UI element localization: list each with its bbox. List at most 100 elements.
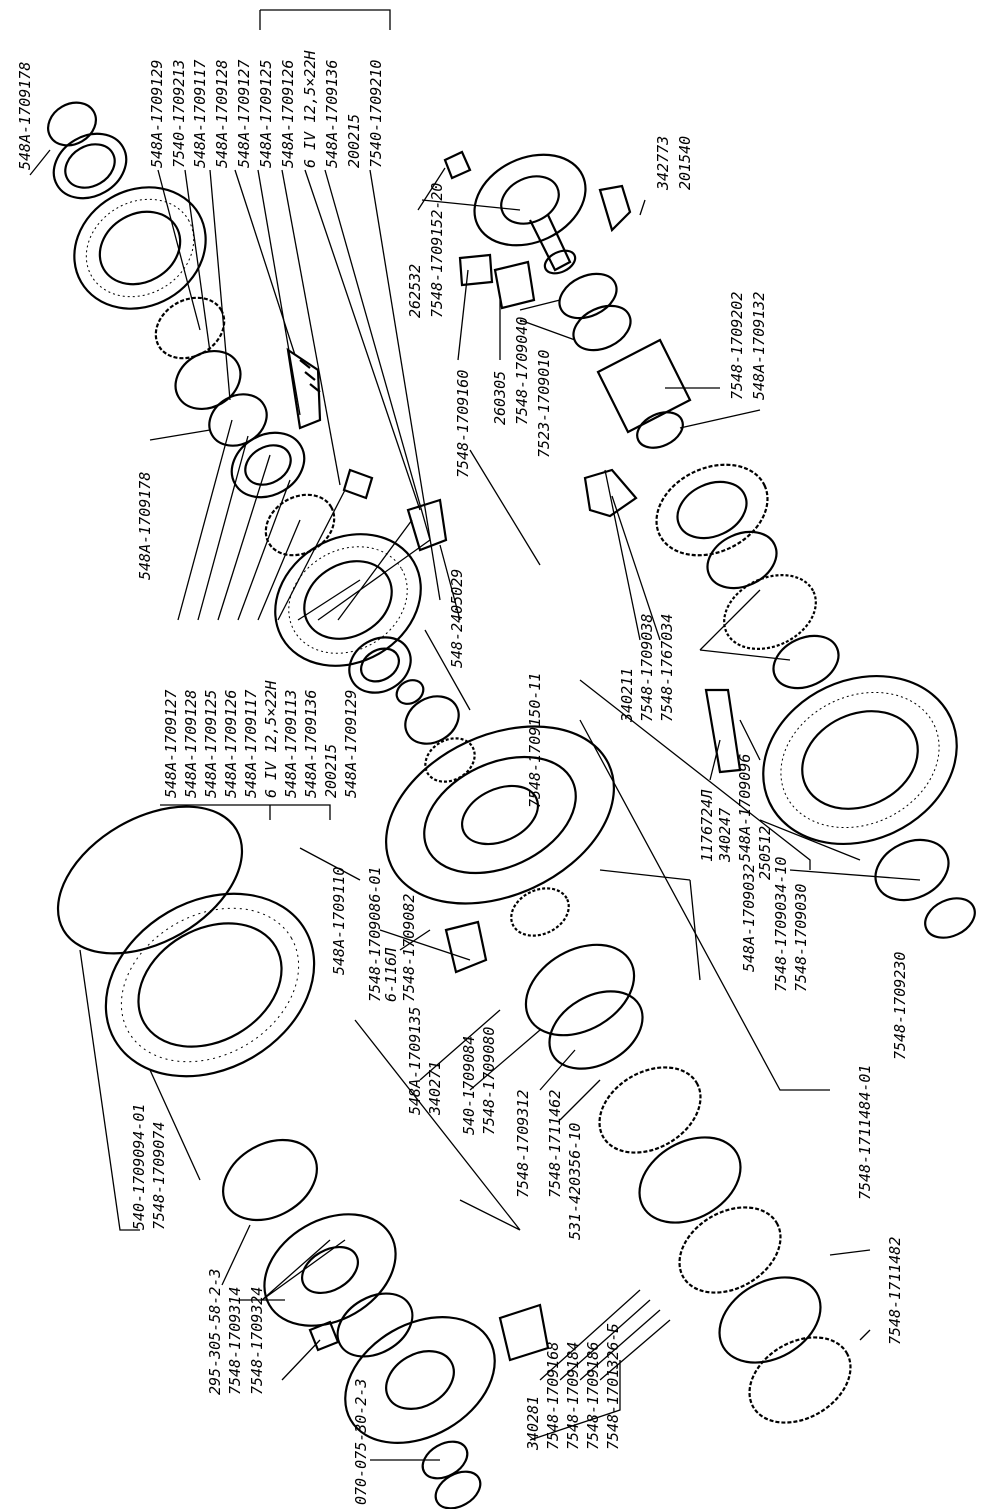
label-7548-1709150-11: 7548-1709150-11: [526, 673, 544, 808]
turbine-wheel-top: [73, 186, 207, 310]
o-ring-small-b: [434, 1470, 482, 1509]
bearing-cup-top: [230, 431, 306, 499]
label-340247: 340247: [716, 808, 734, 863]
label-295-305-58-2-3: 295-305-58-2-3: [206, 1269, 224, 1395]
label-540-1709094-01: 540-1709094-01: [130, 1104, 148, 1230]
label-7548-1709314: 7548-1709314: [226, 1287, 244, 1395]
label-548a-1709136-top: 548A-1709136: [323, 60, 341, 168]
seal-ring-a: [558, 272, 618, 320]
label-7548-1711482: 7548-1711482: [886, 1237, 904, 1345]
label-340271: 340271: [426, 1061, 444, 1116]
label-7540-1709210: 7540-1709210: [367, 60, 385, 168]
label-200215-bottom: 200215: [322, 744, 340, 798]
key-block: [458, 253, 494, 287]
clutch-housing: [524, 943, 636, 1037]
label-7548-1709168: 7548-1709168: [544, 1342, 562, 1450]
spring-coils: [299, 359, 321, 393]
label-548a-1709178-mid: 548A-1709178: [136, 472, 154, 580]
label-7548-1709082: 7548-1709082: [400, 894, 418, 1002]
label-548a-1709136-bottom: 548A-1709136: [302, 690, 320, 798]
label-548a-1709128-top: 548A-1709128: [213, 60, 231, 168]
label-200215-top: 200215: [345, 114, 363, 168]
label-548a-1709113: 548A-1709113: [282, 690, 300, 798]
label-548a-1709117-top: 548A-1709117: [191, 60, 209, 168]
label-262532: 262532: [406, 264, 424, 318]
label-7523-1709010: 7523-1709010: [535, 350, 553, 458]
label-7548-1709184: 7548-1709184: [564, 1342, 582, 1450]
label-7548-1709030: 7548-1709030: [792, 884, 810, 992]
label-548a-1709125-bottom: 548A-1709125: [202, 690, 220, 798]
friction-disk-3: [748, 1336, 852, 1424]
label-548a-1709127-top: 548A-1709127: [235, 60, 253, 168]
label-7548-1709324: 7548-1709324: [248, 1287, 266, 1395]
bearing-ring-mid: [348, 636, 412, 694]
label-250512: 250512: [756, 826, 774, 880]
cover-ring-top: [52, 132, 128, 200]
label-548a-1709127-bottom: 548A-1709127: [162, 690, 180, 798]
label-548-2405029: 548-2405029: [448, 569, 466, 668]
label-7548-1709152-20: 7548-1709152-20: [428, 183, 446, 318]
label-540-1709084: 540-1709084: [460, 1036, 478, 1135]
inner-race-right: [772, 634, 840, 690]
label-340281: 340281: [524, 1396, 542, 1451]
label-548a-1709117-bottom: 548A-1709117: [242, 690, 260, 798]
cover-plate-bottom: [263, 1213, 397, 1327]
rear-housing-bottom: [344, 1316, 496, 1444]
cover-ring-top-inner: [64, 143, 116, 189]
snap-ring-mid: [395, 679, 425, 705]
label-7548-1709086-01: 7548-1709086-01: [366, 867, 384, 1002]
friction-disk-1: [598, 1066, 702, 1154]
seal-ring-b: [572, 304, 632, 352]
steel-disk-1: [638, 1136, 742, 1224]
lock-plate-right: [583, 468, 638, 518]
label-bolt-bottom: 6 IV 12,5×22Н: [262, 680, 280, 798]
label-548a-1709032: 548A-1709032: [740, 864, 758, 972]
label-6-116l: 6-116Л: [382, 947, 400, 1002]
friction-disk-2: [678, 1206, 782, 1294]
small-plate-top: [443, 150, 472, 180]
bushing-cylinder: [596, 338, 692, 434]
lock-plate-bottom: [498, 1303, 550, 1362]
clip-mid: [342, 468, 374, 500]
bushing-end: [636, 411, 684, 449]
gear-ring-mid: [264, 493, 336, 557]
label-1176724l: 1176724Л: [698, 789, 716, 862]
label-7548-1711462: 7548-1711462: [546, 1090, 564, 1198]
label-7548-1701326-b: 7548-1701326-Б: [604, 1324, 622, 1450]
bearing-race-right: [706, 530, 778, 590]
bolt-right: [704, 688, 742, 774]
label-7548-1709186: 7548-1709186: [584, 1342, 602, 1450]
bolt-top-right: [598, 184, 632, 233]
label-7548-1709230: 7548-1709230: [891, 952, 909, 1060]
label-bolt-top: 6 IV 12,5×22Н: [301, 50, 319, 168]
label-548a-1709178-top: 548A-1709178: [16, 62, 34, 170]
o-ring-bottom: [222, 1138, 318, 1222]
label-7548-1709312: 7548-1709312: [514, 1090, 532, 1198]
label-7548-1767034: 7548-1767034: [658, 614, 676, 722]
label-531-420356-10: 531-420356-10: [566, 1123, 584, 1240]
turbine-wheel-mid: [274, 533, 422, 667]
label-070-075-30-2-3: 070-075-30-2-3: [352, 1379, 370, 1505]
lock-plate-center: [444, 920, 488, 974]
steel-disk-2: [718, 1276, 822, 1364]
label-548a-1709126-top: 548A-1709126: [279, 60, 297, 168]
label-342773: 342773: [654, 136, 672, 191]
label-548a-1709128-bottom: 548A-1709128: [182, 690, 200, 798]
label-548a-1709126-bottom: 548A-1709126: [222, 690, 240, 798]
label-7548-1709080: 7548-1709080: [480, 1027, 498, 1135]
leader-lines: [29, 9, 921, 1461]
label-548a-1709129-top: 548A-1709129: [148, 60, 166, 168]
part-labels: 548A-1709178 548A-1709129 7540-1709213 5…: [16, 50, 909, 1505]
housing-left: [56, 805, 316, 1078]
label-7548-1711484-01: 7548-1711484-01: [856, 1065, 874, 1200]
label-548a-1709132: 548A-1709132: [750, 292, 768, 400]
ring-right-small: [924, 897, 976, 939]
label-7548-1709040: 7548-1709040: [513, 317, 531, 425]
plate-bottom-left: [308, 1320, 340, 1352]
bolt-plate-mid: [406, 498, 448, 552]
label-548a-1709129-bottom: 548A-1709129: [342, 690, 360, 798]
ring-small-top: [47, 101, 97, 147]
large-o-ring: [56, 805, 244, 955]
